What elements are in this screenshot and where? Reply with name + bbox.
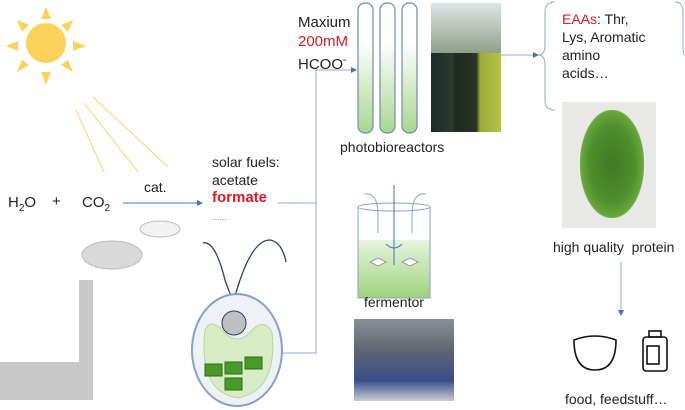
co2-formula: CO2 — [82, 194, 111, 214]
formate-ion: HCOO- — [298, 55, 347, 73]
plus-sign: + — [52, 193, 61, 210]
eaas-line3: amino — [562, 47, 601, 63]
solar-fuel-formate: formate — [212, 189, 268, 206]
products-label: food, feedstuff… — [565, 391, 668, 407]
catalyst-label: cat. — [144, 179, 167, 195]
solar-fuel-more: ...... — [212, 212, 228, 222]
fermentor-label: fermentor — [364, 294, 424, 310]
food-bowl-icon — [573, 335, 617, 371]
eaas-line2: Lys, Aromatic — [562, 29, 646, 45]
eaas-highlight: EAAs — [562, 11, 598, 27]
protein-powder-photo — [562, 102, 656, 228]
concentration-label: Maxium — [298, 14, 351, 31]
photobioreactors-label: photobioreactors — [340, 139, 445, 155]
light-rays — [75, 96, 169, 173]
factory-icon — [0, 280, 93, 400]
water-formula: H2O — [8, 194, 37, 214]
eaas-text: : Thr, — [597, 11, 629, 27]
smoke-cloud-icon — [81, 220, 181, 270]
fermentor-photo — [354, 319, 454, 401]
photobioreactor-tubes — [357, 2, 418, 134]
fermentor-icon — [357, 185, 431, 299]
connector-line — [278, 67, 357, 354]
solar-fuels-heading: solar fuels: — [212, 154, 280, 170]
eaas-line1: EAAs: Thr, — [562, 10, 629, 28]
solar-fuel-acetate: acetate — [212, 172, 258, 188]
protein-label: high quality protein — [553, 239, 675, 255]
eaas-brace — [537, 1, 685, 111]
algae-cell-icon — [191, 239, 287, 407]
photobioreactor-photo — [431, 3, 501, 132]
eaas-line4: acids… — [562, 65, 609, 81]
sun-icon — [6, 7, 86, 85]
concentration-value: 200mM — [298, 33, 349, 50]
feedstuff-bottle-icon — [642, 330, 668, 372]
